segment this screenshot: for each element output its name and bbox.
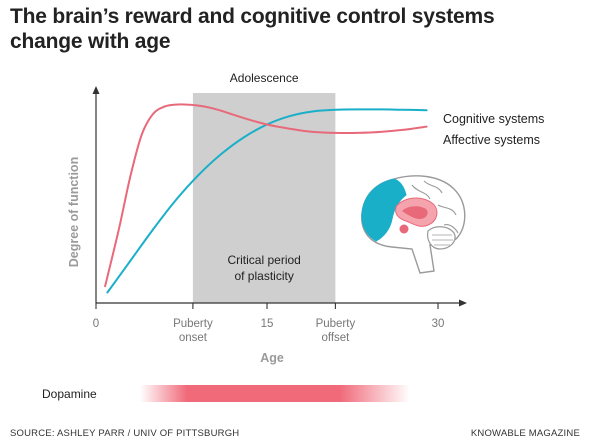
brain-illustration (361, 175, 466, 274)
adolescence-label: Adolescence (230, 71, 299, 85)
dopamine-bar (140, 385, 410, 402)
adolescence-region (192, 93, 336, 303)
x-tick-label: 0 (93, 318, 99, 330)
publisher-credit: KNOWABLE MAGAZINE (470, 428, 580, 439)
dopamine-label: Dopamine (42, 387, 97, 401)
x-axis-label: Age (260, 351, 284, 365)
source-note: SOURCE: ASHLEY PARR / UNIV OF PITTSBURGH (10, 428, 240, 439)
amygdala (399, 224, 409, 234)
cerebellum-folds (432, 234, 453, 246)
affective-systems-line (104, 103, 428, 288)
x-tick-label: 30 (432, 318, 445, 330)
cortex-fold-1 (411, 180, 459, 234)
limbic-core (402, 206, 428, 219)
page-title: The brain’s reward and cognitive control… (10, 5, 495, 53)
x-axis-arrow (459, 299, 467, 307)
cognitive-systems-label: Cognitive systems (443, 112, 544, 126)
y-axis-arrow (92, 86, 100, 94)
prefrontal-cortex (361, 178, 407, 242)
affective-systems-label: Affective systems (443, 133, 540, 147)
cerebellum (427, 226, 456, 250)
x-tick-label: 15 (261, 318, 274, 330)
y-axis-label: Degree of function (67, 157, 81, 267)
